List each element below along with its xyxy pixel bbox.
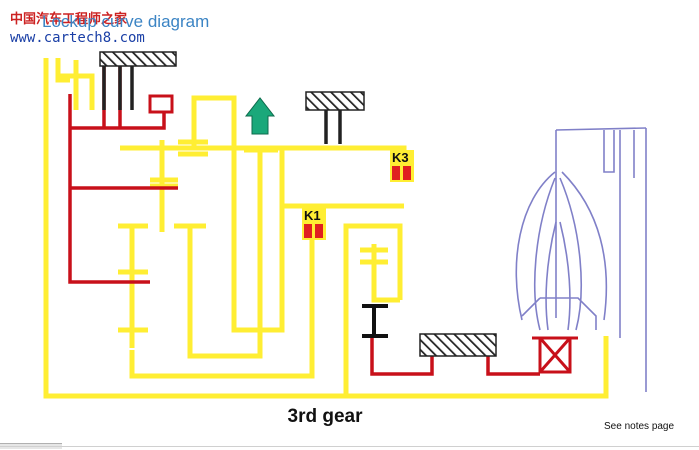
output-arrow-icon [244, 97, 276, 135]
housing-top-middle [305, 91, 365, 144]
bottom-divider [0, 446, 699, 447]
clutch-k1-label: K1 [304, 208, 321, 223]
gear-mesh-lines [118, 139, 388, 333]
clutch-k1: K1 [302, 208, 326, 240]
power-flow-path [43, 58, 609, 399]
freewheel-element [362, 304, 388, 338]
housing-top-left [99, 51, 177, 110]
watermark-url: www.cartech8.com [10, 30, 145, 46]
clutch-k3: K3 [390, 150, 414, 182]
housing-bottom-right [419, 333, 497, 357]
torque-converter [515, 127, 647, 392]
clutch-k3-label: K3 [392, 150, 409, 165]
diagram-title: Lockup curve diagram [42, 12, 210, 31]
gear-caption: 3rd gear [287, 406, 363, 427]
brake-band-square [148, 94, 174, 114]
lockup-clutch [532, 336, 578, 374]
watermark-chinese: 中国汽车工程师之家 [10, 12, 128, 27]
see-notes-link[interactable]: See notes page [604, 421, 675, 432]
